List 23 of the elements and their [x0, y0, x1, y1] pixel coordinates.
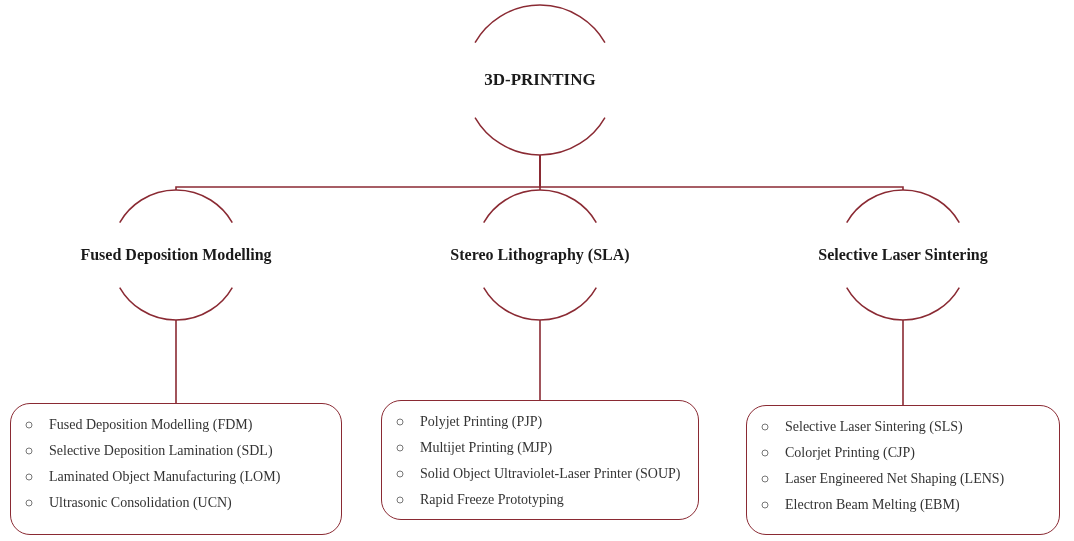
list-item: Electron Beam Melting (EBM) — [785, 497, 960, 513]
list-item: Ultrasonic Consolidation (UCN) — [49, 495, 232, 511]
node-title: 3D-PRINTING — [484, 70, 596, 90]
list-item: Multijet Printing (MJP) — [420, 440, 553, 456]
list-item: Colorjet Printing (CJP) — [785, 445, 915, 461]
list-box — [10, 403, 342, 535]
list-item: Selective Deposition Lamination (SDL) — [49, 443, 273, 459]
node-title: Stereo Lithography (SLA) — [450, 246, 630, 264]
list-item: Polyjet Printing (PJP) — [420, 414, 543, 430]
list-item: Laminated Object Manufacturing (LOM) — [49, 469, 281, 485]
list-item: Laser Engineered Net Shaping (LENS) — [785, 471, 1005, 487]
connector-line — [539, 154, 904, 191]
node-title: Selective Laser Sintering — [818, 246, 988, 264]
list-item: Fused Deposition Modelling (FDM) — [49, 417, 253, 433]
list-box — [746, 405, 1060, 535]
connector-line — [175, 319, 177, 404]
node-title: Fused Deposition Modelling — [80, 246, 272, 264]
connector-line — [902, 319, 904, 406]
list-item: Solid Object Ultraviolet-Laser Printer (SOUP) — [420, 466, 681, 482]
list-item: Selective Laser Sintering (SLS) — [785, 419, 963, 435]
list-box — [381, 400, 699, 520]
connector-line — [539, 319, 541, 401]
list-item: Rapid Freeze Prototyping — [420, 492, 564, 508]
